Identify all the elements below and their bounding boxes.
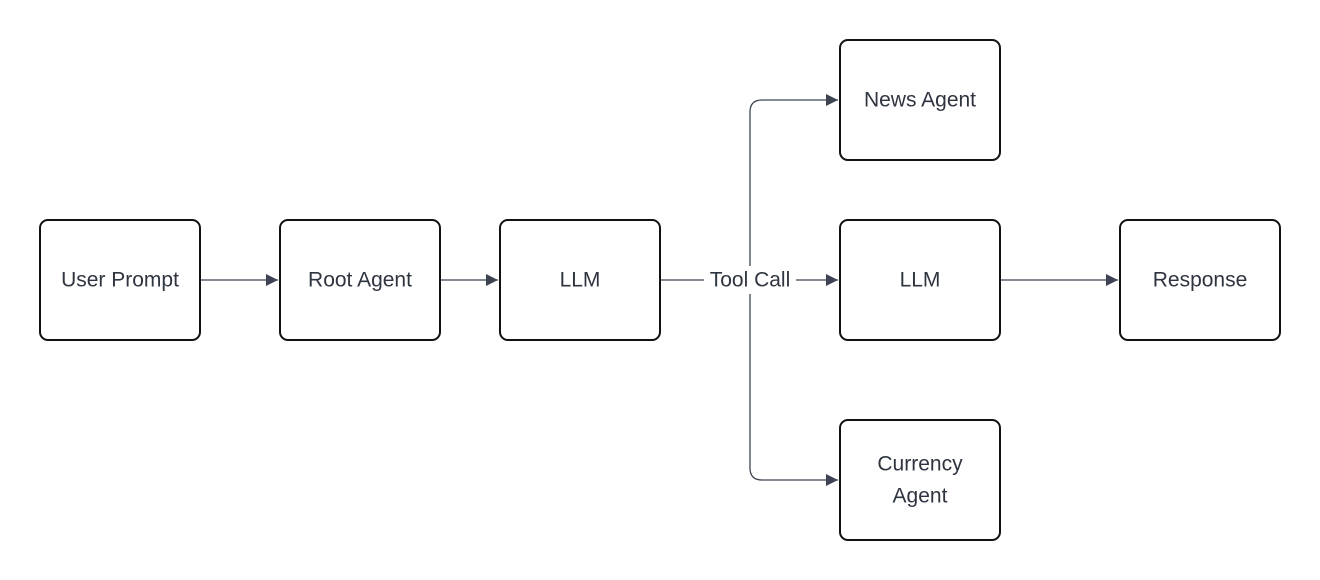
edge-label-tool-call: Tool Call: [704, 266, 796, 294]
node-response-label: Response: [1153, 269, 1248, 292]
node-user-prompt: User Prompt: [39, 219, 201, 341]
node-llm-first: LLM: [499, 219, 661, 341]
node-root-agent: Root Agent: [279, 219, 441, 341]
edge-tool-call-to-news-agent: [749, 94, 838, 280]
edge-tool-call-to-currency-agent: [749, 280, 838, 486]
node-currency-agent: Currency Agent: [839, 419, 1001, 541]
node-response: Response: [1119, 219, 1281, 341]
node-llm-second-label: LLM: [900, 269, 941, 292]
node-root-agent-label: Root Agent: [308, 269, 412, 292]
node-news-agent-label: News Agent: [864, 89, 976, 112]
node-currency-agent-label-line1: Currency: [877, 453, 963, 476]
node-user-prompt-label: User Prompt: [61, 269, 179, 292]
node-currency-agent-label-line2: Agent: [893, 485, 948, 508]
node-llm-first-label: LLM: [560, 269, 601, 292]
node-llm-second: LLM: [839, 219, 1001, 341]
node-news-agent: News Agent: [839, 39, 1001, 161]
tool-call-label: Tool Call: [710, 269, 791, 292]
